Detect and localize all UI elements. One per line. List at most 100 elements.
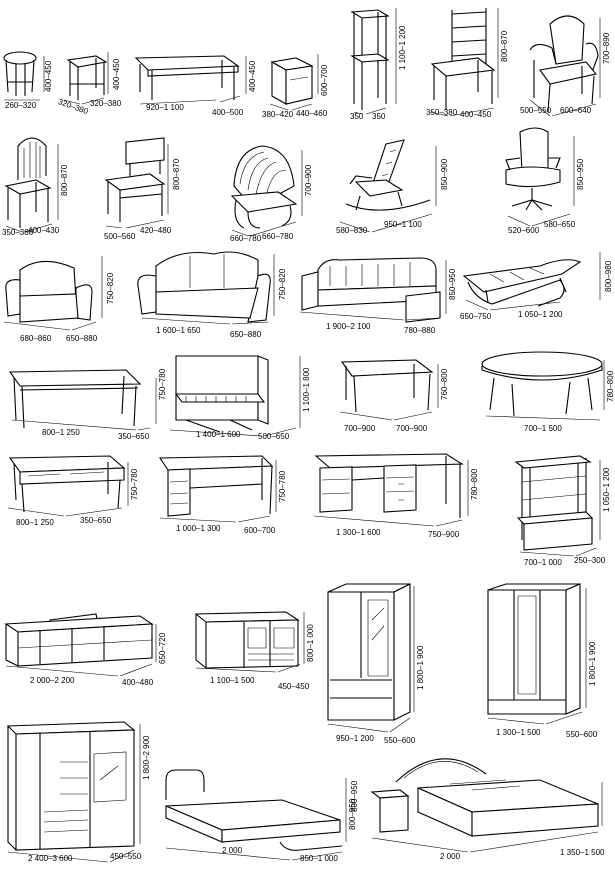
wardrobe-mirror-height: 1 800–1 900 xyxy=(416,645,425,691)
chaise-longue-drawing xyxy=(462,259,582,307)
single-bed-drawing xyxy=(165,769,343,851)
sideboard-depth: 450–450 xyxy=(278,682,310,691)
piano-keyboard-height: 750–780 xyxy=(158,368,167,400)
ladder-chair-width: 350–380 xyxy=(426,108,458,117)
square-table-width: 700–900 xyxy=(344,424,376,433)
square-table-height: 760–800 xyxy=(440,368,449,400)
plant-stand-width: 350 xyxy=(350,112,364,121)
chaise-longue-width: 650–750 xyxy=(460,312,492,321)
stool-round-drawing xyxy=(3,51,37,96)
office-chair-height: 850–950 xyxy=(576,158,585,190)
wardrobe-three-width: 1 300–1 500 xyxy=(496,728,541,737)
sofa-height: 750–820 xyxy=(278,268,287,300)
chair-arched-drawing xyxy=(4,137,52,228)
executive-desk-length: 1 300–1 600 xyxy=(336,528,381,537)
chair-desk-width: 500–560 xyxy=(104,232,136,241)
sofa-bed-depth: 780–880 xyxy=(404,326,436,335)
sofa-bed-height: 850–950 xyxy=(448,268,457,300)
sofa-depth: 650–880 xyxy=(230,330,262,339)
coffee-table-height: 400–450 xyxy=(248,60,257,92)
plant-stand-depth: 350 xyxy=(372,112,386,121)
round-table-height: 780–800 xyxy=(606,370,615,402)
sideboard-length: 1 100–1 500 xyxy=(210,676,255,685)
wardrobe-three-depth: 550–600 xyxy=(566,730,598,739)
chair-arched-height: 800–870 xyxy=(60,164,69,196)
office-chair-depth: 580–650 xyxy=(544,220,576,229)
sideboard-drawing xyxy=(194,611,300,669)
stool-square-height: 400–450 xyxy=(112,58,121,90)
writing-desk-depth: 350–650 xyxy=(80,516,112,525)
club-armchair-height: 750–820 xyxy=(106,272,115,304)
wardrobe-mirror-width: 950–1 200 xyxy=(336,734,374,743)
sofa-bed-drawing xyxy=(301,257,441,323)
ladder-chair-drawing xyxy=(430,8,496,110)
chair-desk-height: 800–870 xyxy=(172,158,181,190)
piano-depth: 500–650 xyxy=(258,432,290,441)
chair-arched-depth: 400–430 xyxy=(28,226,60,235)
dimension-lines xyxy=(3,8,605,863)
chair-arched-width: 350–380 xyxy=(2,228,34,237)
office-chair-width: 520–600 xyxy=(508,226,540,235)
bedside-cube-drawing xyxy=(270,57,314,105)
piano-length: 1 400–1 600 xyxy=(196,430,241,439)
chair-desk-drawing xyxy=(104,137,166,222)
wardrobe-mirror-depth: 550–600 xyxy=(384,736,416,745)
coffee-table-depth: 400–500 xyxy=(212,108,244,117)
double-bed-width: 1 350–1 500 xyxy=(560,848,605,857)
writing-desk-height: 750–780 xyxy=(130,468,139,500)
bedside-cube-height: 600–700 xyxy=(320,64,329,96)
rattan-chair-depth: 660–780 xyxy=(262,232,294,241)
armchair-light-drawing xyxy=(529,15,599,113)
chaise-longue-height: 800–980 xyxy=(604,260,613,292)
writing-desk-drawing xyxy=(8,455,126,513)
console-table-drawing xyxy=(8,369,142,429)
console-table-length: 800–1 250 xyxy=(42,428,80,437)
single-bed-width: 850–1 000 xyxy=(300,854,338,863)
shelf-unit-width: 700–1 000 xyxy=(524,558,562,567)
plant-stand-height: 1 100–1 200 xyxy=(398,25,407,71)
piano-drawing xyxy=(174,355,269,433)
wall-unit-height: 1 800–2 900 xyxy=(142,735,151,781)
club-armchair-drawing xyxy=(5,260,93,323)
executive-desk-depth: 750–900 xyxy=(428,530,460,539)
tv-cabinet-depth: 400–480 xyxy=(122,678,154,687)
wall-unit-length: 2 400–3 600 xyxy=(28,854,73,863)
tv-cabinet-height: 650–720 xyxy=(158,632,167,664)
office-desk-depth: 600–700 xyxy=(244,526,276,535)
sideboard-height: 800–1 000 xyxy=(306,624,315,662)
round-table-diameter: 700–1 500 xyxy=(524,424,562,433)
bedside-cube-depth: 440–460 xyxy=(296,109,328,118)
piano-height: 1 100–1 800 xyxy=(302,367,311,413)
chaise-longue-length: 1 050–1 200 xyxy=(518,310,563,319)
stool-round-height: 400–450 xyxy=(44,60,53,92)
bedside-cube-width: 380–420 xyxy=(262,110,294,119)
wardrobe-mirror-drawing xyxy=(327,583,411,721)
stool-square-drawing xyxy=(66,55,108,100)
armchair-light-width: 500–550 xyxy=(520,106,552,115)
armchair-light-depth: 600–640 xyxy=(560,106,592,115)
ladder-chair-height: 800–870 xyxy=(500,30,509,62)
single-bed-length: 2 000 xyxy=(222,846,243,855)
ladder-chair-depth: 400–450 xyxy=(460,110,492,119)
rocking-chair-length: 950–1 100 xyxy=(384,220,422,229)
shelf-unit-height: 1 050–1 200 xyxy=(602,467,611,513)
shelf-unit-drawing xyxy=(514,455,594,551)
coffee-table-length: 920–1 100 xyxy=(146,103,184,112)
rattan-chair-height: 700–900 xyxy=(304,164,313,196)
rattan-chair-width: 660–780 xyxy=(230,234,262,243)
wall-unit-depth: 450–550 xyxy=(110,852,142,861)
wall-unit-drawing xyxy=(6,721,136,851)
office-desk-drawing xyxy=(158,455,274,517)
rocking-chair-depth: 580–830 xyxy=(336,226,368,235)
rocking-chair-height: 850–900 xyxy=(440,158,449,190)
wardrobe-three-height: 1 800–1 900 xyxy=(588,641,597,687)
plant-stand-drawing xyxy=(350,9,390,110)
executive-desk-drawing xyxy=(314,453,464,518)
stool-square-depth: 320–380 xyxy=(90,99,122,108)
console-table-depth: 350–650 xyxy=(118,432,150,441)
executive-desk-height: 780–800 xyxy=(470,468,479,500)
office-chair-drawing xyxy=(505,127,561,211)
rocking-chair-drawing xyxy=(345,139,431,211)
office-desk-height: 750–780 xyxy=(278,470,287,502)
